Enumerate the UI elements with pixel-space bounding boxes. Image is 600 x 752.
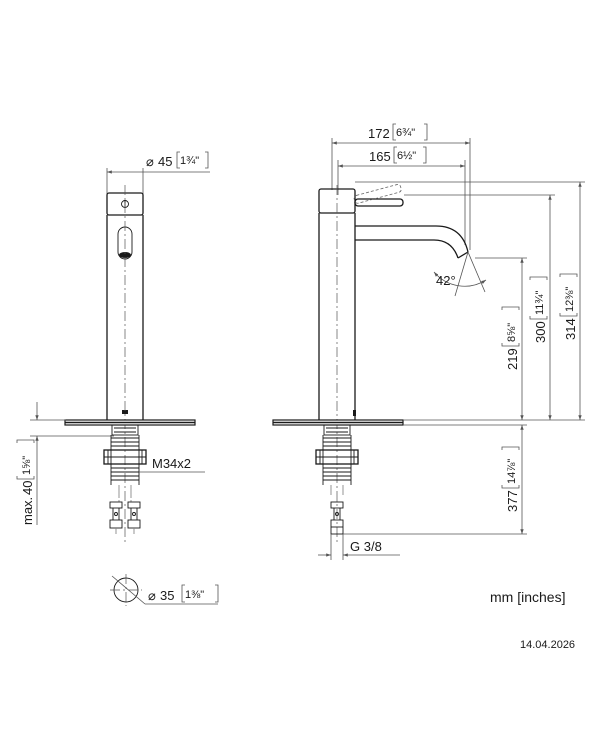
dim-max-depth-inch: 1⅝" [21,456,33,475]
dim-reach-172-mm: 172 [368,126,390,141]
dim-reach-172: 172 6¾" [331,123,471,250]
dim-diameter-45: ⌀ 45 1¾" [106,151,210,195]
dim-hose-377: 377 14⅞" [343,424,527,535]
mounting-shank-front [103,424,147,495]
dim-max-depth-mm: 40 [20,481,35,495]
dim-height-219-mm: 219 [505,348,520,370]
hose-connectors-front [109,495,141,534]
dim-connection-g38: G 3/8 [318,534,400,560]
hose-connector-side [330,495,344,535]
mounting-shank-side [315,424,359,495]
dim-height-300-inch: 11¾" [534,290,546,315]
units-note: mm [inches] [490,589,565,605]
dim-hose-377-inch: 14⅞" [506,459,518,484]
countertop-front [64,419,196,426]
dim-height-314-mm: 314 [563,318,578,340]
dim-max-depth-40: max. 40 1⅝" [16,402,114,525]
thread-label: M34x2 [152,456,191,471]
dim-diameter-35-mm: 35 [160,588,174,603]
dim-max-depth-prefix: max. [20,497,35,525]
dim-diameter-35-inch: 1⅜" [185,589,204,601]
dim-height-314-inch: 12⅜" [564,287,576,312]
dim-height-219: 219 8⅝" [475,257,527,420]
dim-height-300-mm: 300 [533,321,548,343]
side-view: 172 6¾" 165 6½" [272,123,585,560]
aerator-outlet [119,252,131,258]
dim-diameter-35: ⌀ 35 1⅜" [110,574,219,606]
dim-connection-label: G 3/8 [350,539,382,554]
dim-reach-165-mm: 165 [369,149,391,164]
dim-diameter-35-prefix: ⌀ [148,588,156,603]
dim-height-219-inch: 8⅝" [506,323,518,342]
dim-hose-377-mm: 377 [505,490,520,512]
drawing-date: 14.04.2026 [520,639,575,651]
dim-height-314: 314 12⅜" [355,181,585,421]
dim-diameter-45-inch: 1¾" [180,155,199,167]
faucet-body-front [106,185,144,545]
dim-diameter-45-mm: 45 [158,154,172,169]
dim-height-300: 300 11¾" [404,194,555,420]
countertop-side [272,419,404,426]
faucet-body-side [318,184,469,545]
dim-reach-172-inch: 6¾" [396,127,415,139]
dim-reach-165: 165 6½" [337,146,466,245]
dim-angle-42: 42° [433,251,487,297]
dim-diameter-45-prefix: ⌀ [146,154,154,169]
dim-angle-42-label: 42° [436,273,456,288]
front-view: ⌀ 45 1¾" [16,151,219,606]
dim-reach-165-inch: 6½" [397,150,416,162]
